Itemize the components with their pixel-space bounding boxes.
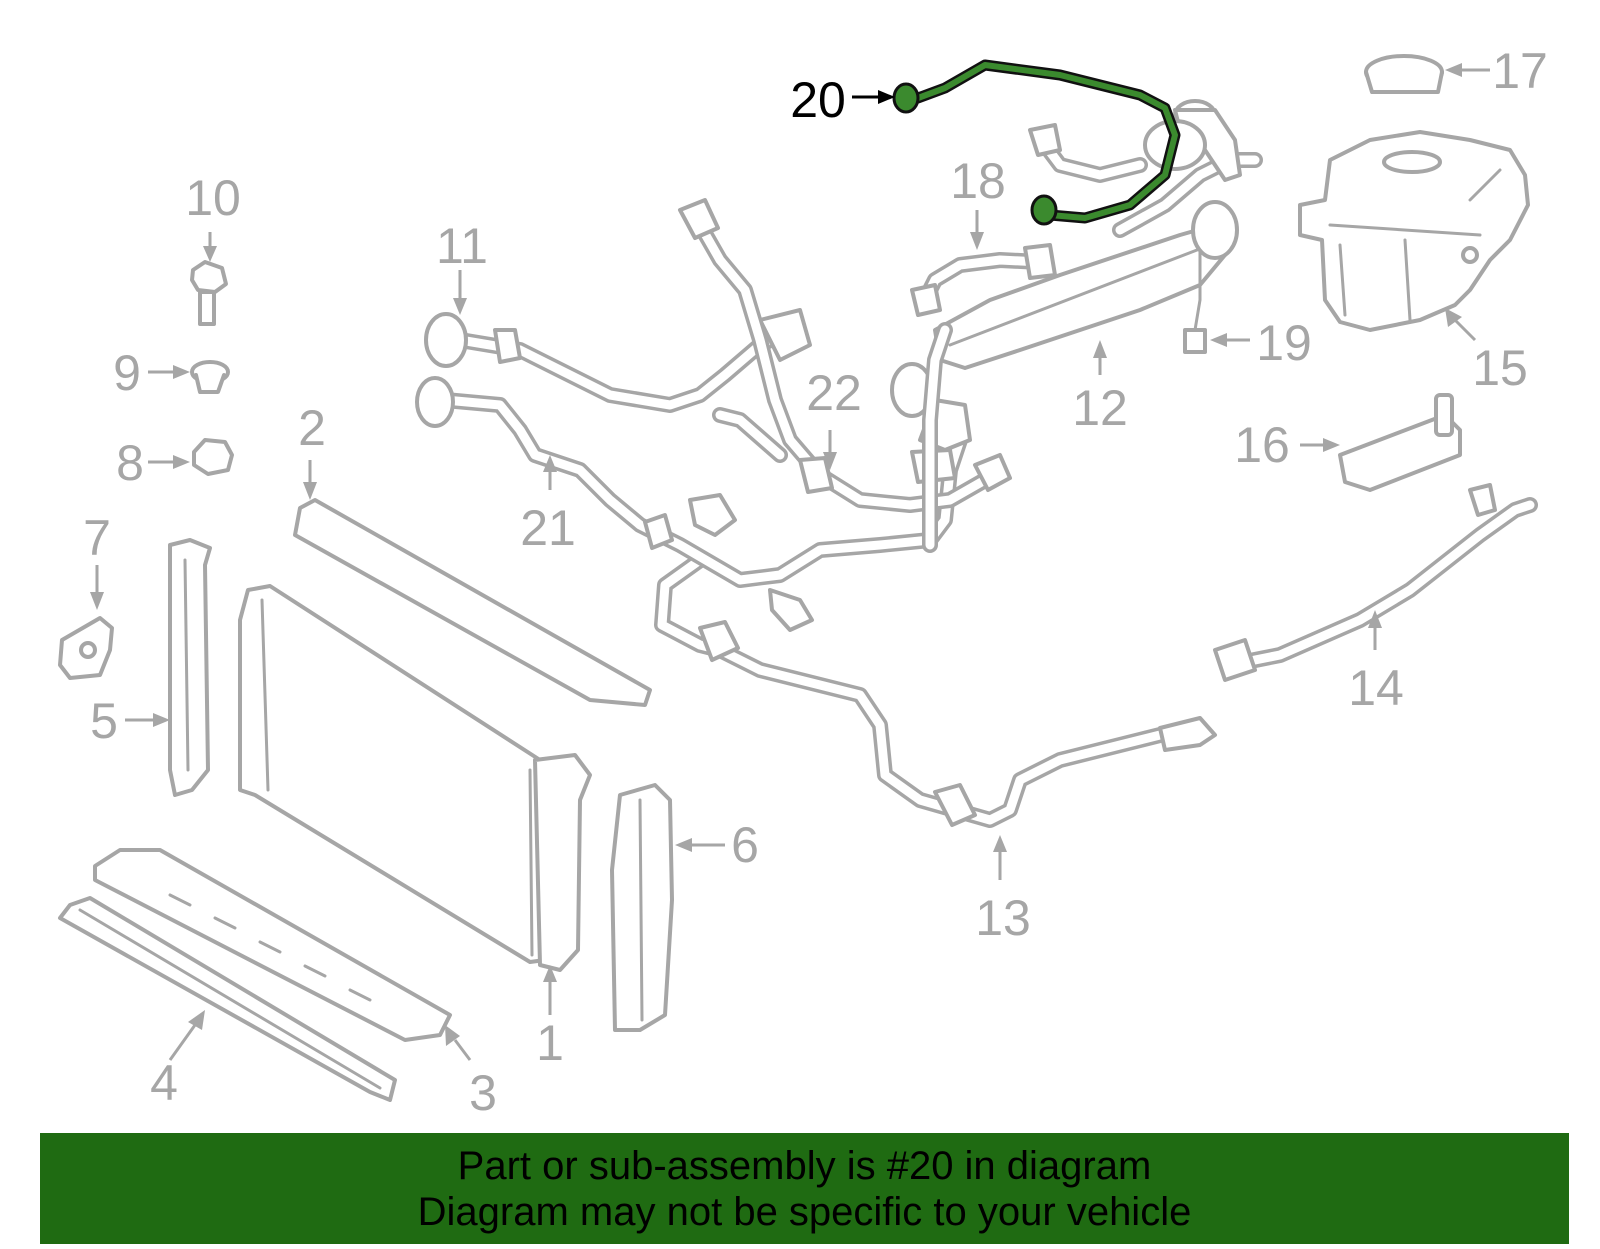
callout-19: 19 xyxy=(1256,315,1312,371)
callout-15: 15 xyxy=(1472,340,1528,396)
callout-17: 17 xyxy=(1492,43,1548,99)
callout-16: 16 xyxy=(1234,417,1290,473)
callout-1: 1 xyxy=(536,1015,564,1071)
callout-12: 12 xyxy=(1072,380,1128,436)
part-1-radiator xyxy=(238,584,592,972)
part-11-upper-hose xyxy=(424,308,812,413)
callout-6: 6 xyxy=(731,817,759,873)
callout-22: 22 xyxy=(806,365,862,421)
part-16-sensor xyxy=(1338,393,1462,492)
callout-14: 14 xyxy=(1348,660,1404,716)
callout-13: 13 xyxy=(975,890,1031,946)
part-14-hose xyxy=(1213,483,1538,682)
part-5-side-seal xyxy=(168,538,212,797)
part-2-upper-seal xyxy=(293,498,652,707)
callout-5: 5 xyxy=(90,693,118,749)
callout-8: 8 xyxy=(116,435,144,491)
leader-lines xyxy=(90,63,1490,1061)
part-19-sensor-wire xyxy=(1183,248,1207,354)
part-9-grommet xyxy=(190,360,230,394)
part-6-side-seal xyxy=(610,783,674,1032)
banner-line-disclaimer: Diagram may not be specific to your vehi… xyxy=(417,1190,1192,1234)
part-10-bolt xyxy=(190,260,228,326)
part-7-bracket xyxy=(58,616,114,680)
part-13-lower-hose xyxy=(654,552,1217,828)
callout-11: 11 xyxy=(436,218,488,274)
callout-4: 4 xyxy=(150,1055,178,1111)
part-4-deflector xyxy=(58,896,397,1102)
callout-7: 7 xyxy=(83,510,111,566)
callout-21: 21 xyxy=(520,500,576,556)
part-17-cap xyxy=(1364,54,1444,94)
part-18-hose xyxy=(910,243,1057,317)
callout-labels: 1 2 3 4 5 6 7 8 9 10 11 12 13 14 15 16 1… xyxy=(83,43,1548,1121)
part-15-expansion-tank xyxy=(1298,130,1530,332)
part-8-clip xyxy=(192,438,234,476)
callout-18: 18 xyxy=(950,153,1006,209)
callout-2: 2 xyxy=(298,400,326,456)
part-12-pipe xyxy=(890,99,1263,553)
part-20-vent-hose xyxy=(892,59,1181,226)
callout-9: 9 xyxy=(113,345,141,401)
callout-3: 3 xyxy=(469,1065,497,1121)
info-banner: Part or sub-assembly is #20 in diagram D… xyxy=(40,1133,1569,1244)
banner-line-part: Part or sub-assembly is #20 in diagram xyxy=(457,1144,1152,1188)
callout-20: 20 xyxy=(790,72,846,128)
callout-10: 10 xyxy=(185,170,241,226)
